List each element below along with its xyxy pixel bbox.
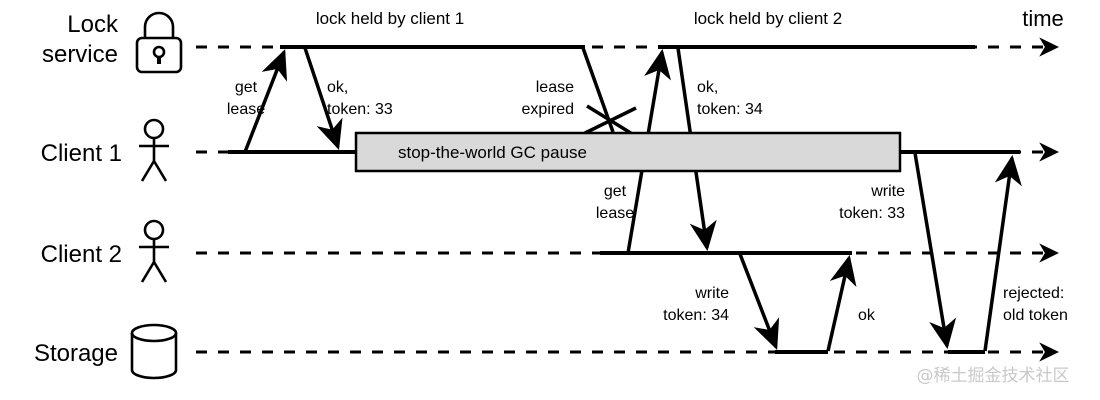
message-arrow-write-token-34 bbox=[738, 253, 780, 350]
msg-lease-expired-line2: expired bbox=[522, 101, 574, 118]
message-arrow-get-lease-1 bbox=[243, 49, 288, 153]
msg-get-lease-1-line2: lease bbox=[227, 101, 265, 118]
lane-label-lock-service-line1: Lock bbox=[67, 11, 119, 38]
gc-pause-label: stop-the-world GC pause bbox=[398, 143, 587, 162]
msg-write-token-33-line1: write bbox=[870, 183, 905, 200]
msg-ok-token-33-line2: token: 33 bbox=[327, 101, 393, 118]
message-arrow-rejected-old-token bbox=[983, 154, 1022, 352]
phase-label-client1: lock held by client 1 bbox=[316, 9, 464, 28]
msg-get-lease-2-line1: get bbox=[604, 183, 627, 200]
msg-write-token-33-line2: token: 33 bbox=[839, 205, 905, 222]
database-icon bbox=[130, 323, 178, 380]
msg-ok-storage-line1: ok bbox=[858, 307, 876, 324]
message-arrow-write-token-33 bbox=[913, 152, 957, 350]
person-icon-client-1 bbox=[139, 118, 169, 182]
msg-ok-token-33-line1: ok, bbox=[327, 79, 348, 96]
message-arrow-lease-expired bbox=[581, 47, 637, 137]
msg-rejected-old-token-line2: old token bbox=[1003, 307, 1068, 324]
msg-rejected-old-token-line1: rejected: bbox=[1003, 285, 1064, 302]
msg-lease-expired-line1: lease bbox=[536, 79, 574, 96]
padlock-icon bbox=[135, 11, 183, 74]
msg-write-token-34-line1: write bbox=[694, 285, 729, 302]
person-icon-client-2 bbox=[139, 219, 169, 283]
watermark-text: @稀土掘金技术社区 bbox=[917, 366, 1070, 386]
msg-write-token-34-line2: token: 34 bbox=[663, 307, 729, 324]
msg-ok-token-34-line2: token: 34 bbox=[697, 101, 763, 118]
message-arrow-ok-storage bbox=[826, 254, 857, 352]
msg-get-lease-1-line1: get bbox=[235, 79, 258, 96]
lane-label-client-2: Client 2 bbox=[41, 241, 122, 268]
lane-label-lock-service-line2: service bbox=[42, 41, 118, 68]
gc-pause-box bbox=[354, 131, 902, 173]
message-arrow-ok-token-33 bbox=[303, 47, 343, 150]
msg-get-lease-2-line2: lease bbox=[596, 205, 634, 222]
lane-label-client-1: Client 1 bbox=[41, 140, 122, 167]
phase-label-client2: lock held by client 2 bbox=[694, 9, 842, 28]
time-axis-label: time bbox=[1022, 6, 1064, 31]
msg-ok-token-34-line1: ok, bbox=[697, 79, 718, 96]
lane-label-storage: Storage bbox=[34, 340, 118, 367]
